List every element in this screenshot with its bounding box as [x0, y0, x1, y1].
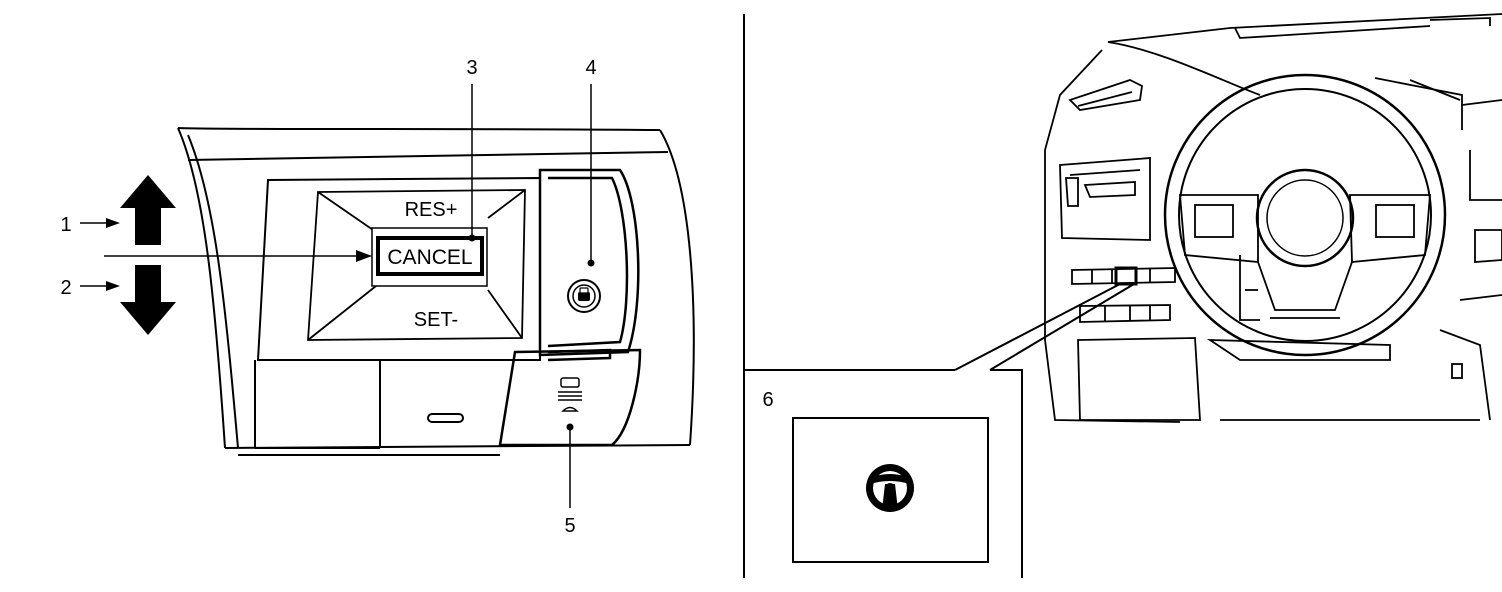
callout-1: 1: [60, 214, 120, 236]
cruise-main-switch-button[interactable]: [567, 279, 601, 313]
steering-wheel-icon: [866, 464, 914, 512]
cruise-main-switch-housing: [498, 168, 642, 447]
callout-4-number: 4: [585, 57, 596, 79]
inset-leader-lines: [954, 283, 1135, 371]
callout-6-number: 6: [762, 389, 773, 411]
callout-5: 5: [564, 423, 576, 537]
set-minus-label: SET-: [414, 309, 458, 331]
vehicle-distance-icon: [558, 377, 582, 412]
arrow-up-icon: [120, 175, 176, 245]
switch-housing: [254, 176, 541, 449]
dashboard-overview: [1044, 13, 1502, 423]
callout-1-number: 1: [60, 214, 71, 236]
cancel-label: CANCEL: [387, 246, 472, 269]
callout-3-number: 3: [466, 57, 477, 79]
distance-switch-button[interactable]: [558, 377, 582, 412]
callout-5-number: 5: [564, 515, 575, 537]
res-plus-label: RES+: [405, 199, 458, 221]
car-icon: [578, 287, 590, 301]
steering-switch-closeup: RES+ SET- CANCEL: [60, 57, 695, 537]
callout-2-number: 2: [60, 277, 71, 299]
inset-callout-frame: [744, 369, 1023, 578]
steering-assist-switch[interactable]: [792, 417, 989, 563]
callout-3: 3: [466, 57, 478, 242]
cancel-button[interactable]: CANCEL: [371, 227, 488, 287]
cancel-leader-arrow: [104, 250, 372, 262]
callout-2: 2: [60, 277, 120, 299]
arrow-down-icon: [120, 265, 176, 335]
cruise-switch-panel: [307, 189, 526, 341]
callout-4: 4: [585, 57, 597, 267]
